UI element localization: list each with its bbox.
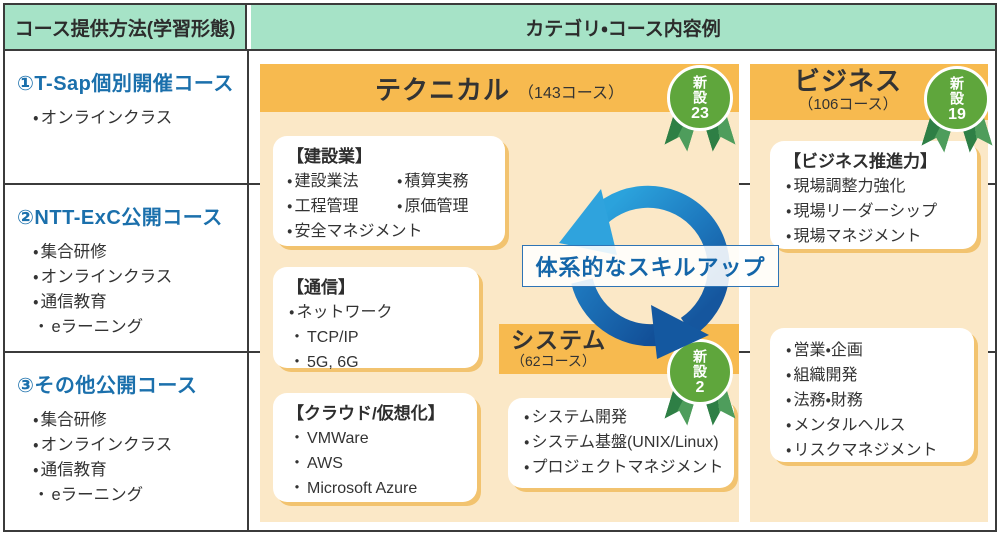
header-course-method: コース提供方法(学習形態) — [5, 5, 247, 51]
system-title: システム — [511, 327, 607, 353]
list-item: ・eラーニング — [33, 486, 144, 504]
card-title: 【ビジネス推進力】 — [784, 152, 937, 171]
cycle-arc-up — [579, 185, 730, 337]
card-title: 【建設業】 — [287, 147, 372, 166]
card-item-grid: ・建設業法 ・積算実務 ・工程管理 ・原価管理 — [287, 169, 491, 219]
list-item: ・システム基盤(UNIX/Linux) — [524, 434, 719, 451]
list-item: ・5G, 6G — [289, 354, 359, 371]
list-item: ・Microsoft Azure — [289, 480, 418, 497]
list-item: ・建設業法 — [287, 173, 359, 190]
list-item: ・現場マネジメント — [786, 228, 922, 245]
badge-count: 19 — [948, 105, 966, 123]
badge-label: 新設 — [692, 348, 708, 379]
card-title: 【通信】 — [287, 278, 355, 297]
card-item-list: ・営業・企画 ・組織開発 ・法務・財務 ・メンタルヘルス ・リスクマネジメント — [784, 338, 960, 463]
method-item-list: ・集合研修 ・オンラインクラス ・通信教育 ・eラーニング — [17, 408, 237, 508]
method-item-list: ・オンラインクラス — [17, 106, 237, 131]
list-item: ・積算実務 — [397, 173, 469, 190]
list-item: ・工程管理 — [287, 198, 359, 215]
technical-course-count: （143コース） — [518, 85, 624, 102]
list-item: ・現場リーダーシップ — [786, 203, 938, 220]
cycle-arrows-icon — [559, 185, 730, 359]
list-item: ・AWS — [289, 455, 343, 472]
telecom-card: 【通信】 ・ネットワーク ・TCP/IP ・5G, 6G — [273, 267, 479, 371]
business-panel: ビジネス （106コース） 【ビジネス推進力】 ・現場調整力強化 ・現場リーダー… — [750, 64, 988, 522]
business-title: ビジネス — [793, 66, 902, 96]
card-item-list: ・現場調整力強化 ・現場リーダーシップ ・現場マネジメント — [784, 174, 963, 249]
list-item: ・集合研修 — [33, 411, 107, 429]
method-item-list: ・集合研修 ・オンラインクラス ・通信教育 ・eラーニング — [17, 240, 237, 340]
technical-title: テクニカル — [375, 74, 511, 105]
list-item: ・組織開発 — [786, 367, 858, 384]
list-item: ・メンタルヘルス — [786, 417, 906, 434]
method-row-title: ①T-Sap個別開催コース — [17, 73, 234, 95]
business-promotion-card: 【ビジネス推進力】 ・現場調整力強化 ・現場リーダーシップ ・現場マネジメント — [770, 141, 977, 249]
new-courses-badge-system: 新設 2 — [664, 339, 736, 433]
list-item: ・システム開発 — [524, 409, 627, 426]
cycle-arc-down — [571, 277, 657, 347]
list-item: ・VMWare — [289, 430, 369, 447]
method-row-title: ②NTT-ExC公開コース — [17, 207, 223, 229]
business-course-count: （106コース） — [798, 96, 898, 113]
badge-count: 23 — [691, 104, 709, 122]
list-item: ・TCP/IP — [289, 329, 359, 346]
medal-icon: 新設 2 — [667, 339, 733, 405]
business-general-card: ・営業・企画 ・組織開発 ・法務・財務 ・メンタルヘルス ・リスクマネジメント — [770, 328, 974, 462]
cloud-card: 【クラウド/仮想化】 ・VMWare ・AWS ・Microsoft Azure — [273, 393, 477, 502]
card-item-list: ・ネットワーク ・TCP/IP ・5G, 6G — [287, 300, 465, 375]
system-course-count: （62コース） — [511, 353, 596, 369]
list-item: ・オンラインクラス — [33, 436, 173, 454]
list-item: ・原価管理 — [397, 198, 469, 215]
list-item: ・オンラインクラス — [33, 109, 173, 127]
list-item: ・安全マネジメント — [287, 223, 423, 240]
header-course-method-label: コース提供方法(学習形態) — [14, 18, 236, 40]
list-item: ・現場調整力強化 — [786, 178, 906, 195]
list-item: ・法務・財務 — [786, 392, 863, 409]
new-courses-badge-technical: 新設 23 — [664, 65, 736, 159]
method-row-title: ③その他公開コース — [17, 375, 198, 397]
header-gap — [247, 5, 251, 51]
table-header-row: コース提供方法(学習形態) カテゴリ・コース内容例 — [5, 5, 995, 51]
header-category-label: カテゴリ・コース内容例 — [525, 18, 721, 40]
header-category: カテゴリ・コース内容例 — [251, 5, 995, 51]
badge-label: 新設 — [692, 74, 708, 105]
new-courses-badge-business: 新設 19 — [921, 66, 993, 160]
list-item: ・リスクマネジメント — [786, 442, 938, 459]
skill-up-label: 体系的なスキルアップ — [522, 245, 779, 287]
technical-header-bar: テクニカル （143コース） — [260, 64, 739, 112]
column-divider — [247, 5, 249, 530]
skill-up-label-text: 体系的なスキルアップ — [535, 255, 766, 280]
list-item: ・営業・企画 — [786, 342, 863, 359]
method-row-tsap: ①T-Sap個別開催コース ・オンラインクラス — [5, 53, 247, 131]
cycle-arrowhead-right — [651, 305, 709, 359]
badge-label: 新設 — [949, 75, 965, 106]
course-table: コース提供方法(学習形態) カテゴリ・コース内容例 ①T-Sap個別開催コース … — [3, 3, 997, 532]
list-item: ・通信教育 — [33, 293, 107, 311]
card-item-list: ・システム開発 ・システム基盤(UNIX/Linux) ・プロジェクトマネジメン… — [522, 405, 724, 480]
cycle-arrowhead-left — [559, 189, 617, 255]
construction-card: 【建設業】 ・建設業法 ・積算実務 ・工程管理 ・原価管理 ・安全マネジメント — [273, 136, 505, 246]
list-item: ・オンラインクラス — [33, 268, 173, 286]
list-item: ・プロジェクトマネジメント — [524, 459, 724, 476]
list-item: ・eラーニング — [33, 318, 144, 336]
list-item: ・集合研修 — [33, 243, 107, 261]
card-title: 【クラウド/仮想化】 — [287, 404, 445, 423]
medal-icon: 新設 19 — [924, 66, 990, 132]
badge-count: 2 — [695, 378, 705, 396]
list-item: ・ネットワーク — [289, 304, 393, 321]
card-item-list: ・VMWare ・AWS ・Microsoft Azure — [287, 426, 463, 501]
list-item: ・通信教育 — [33, 461, 107, 479]
system-card: ・システム開発 ・システム基盤(UNIX/Linux) ・プロジェクトマネジメン… — [508, 398, 734, 488]
method-row-ntt-exc: ②NTT-ExC公開コース ・集合研修 ・オンラインクラス ・通信教育 ・eラー… — [5, 187, 247, 340]
medal-icon: 新設 23 — [667, 65, 733, 131]
method-row-other: ③その他公開コース ・集合研修 ・オンラインクラス ・通信教育 ・eラーニング — [5, 355, 247, 508]
